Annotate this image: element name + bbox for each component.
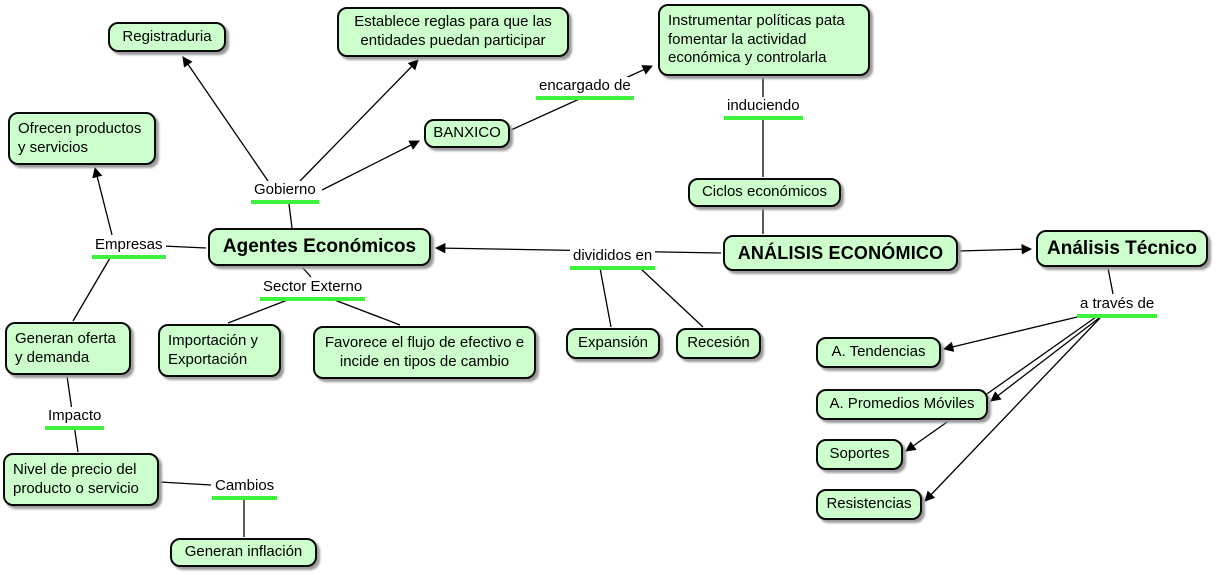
node-registraduria[interactable]: Registraduria — [108, 22, 226, 52]
link-label-gobierno[interactable]: Gobierno — [251, 181, 319, 204]
node-importacion-exportacion[interactable]: Importación y Exportación — [158, 324, 281, 377]
edge-atraves-promedios — [990, 314, 1104, 402]
node-analisis-economico[interactable]: ANÁLISIS ECONÓMICO — [723, 235, 958, 271]
link-label-divididos-en[interactable]: divididos en — [570, 247, 656, 270]
node-agentes-economicos[interactable]: Agentes Económicos — [208, 228, 431, 266]
node-a-promedios-moviles[interactable]: A. Promedios Móviles — [816, 389, 988, 420]
node-a-tendencias[interactable]: A. Tendencias — [816, 337, 941, 368]
edge-atraves-resistencias — [924, 317, 1101, 502]
edge-divididos-recesion — [639, 267, 704, 328]
edge-sector-favorece — [331, 298, 401, 326]
node-banxico[interactable]: BANXICO — [424, 119, 510, 148]
link-label-encargado-de[interactable]: encargado de — [536, 77, 634, 100]
node-nivel-precio[interactable]: Nivel de precio del producto o servicio — [3, 453, 159, 506]
link-label-sector-externo[interactable]: Sector Externo — [260, 278, 366, 301]
node-generan-inflacion[interactable]: Generan inflación — [170, 538, 317, 567]
link-label-a-traves-de[interactable]: a través de — [1077, 295, 1158, 318]
edge-empresas-ofrecen — [92, 166, 113, 236]
node-analisis-tecnico[interactable]: Análisis Técnico — [1036, 230, 1208, 267]
edge-nivel-cambios — [159, 481, 212, 486]
node-ciclos-economicos[interactable]: Ciclos económicos — [688, 178, 841, 207]
link-label-impacto[interactable]: Impacto — [45, 407, 105, 430]
edge-empresas-oferta — [72, 257, 111, 322]
node-instrumentar-politicas[interactable]: Instrumentar políticas pata fomentar la … — [658, 4, 870, 76]
node-expansion[interactable]: Expansión — [566, 328, 660, 359]
edge-gobierno-establece — [299, 59, 419, 182]
node-generan-oferta[interactable]: Generan oferta y demanda — [5, 322, 131, 375]
edge-gobierno-registraduria — [182, 56, 269, 182]
edge-atraves-tendencias — [942, 311, 1099, 352]
node-soportes[interactable]: Soportes — [816, 439, 903, 470]
edge-atraves-soportes — [905, 316, 1097, 452]
edge-sector-importacion — [227, 298, 291, 324]
node-resistencias[interactable]: Resistencias — [816, 489, 922, 520]
edge-agentes-empresas — [162, 245, 207, 249]
node-favorece-flujo[interactable]: Favorece el flujo de efectivo e incide e… — [313, 326, 536, 379]
node-establece-reglas[interactable]: Establece reglas para que las entidades … — [337, 7, 569, 57]
edge-tecnico-atraves — [1107, 267, 1114, 295]
node-ofrecen-productos[interactable]: Ofrecen productos y servicios — [8, 112, 156, 165]
edge-agentes-sector — [301, 266, 312, 278]
edge-divididos-expansion — [599, 267, 612, 328]
edge-agentes-gobierno — [288, 203, 293, 229]
link-label-induciendo[interactable]: induciendo — [724, 97, 803, 120]
node-recesion[interactable]: Recesión — [676, 328, 761, 359]
link-label-cambios[interactable]: Cambios — [212, 477, 278, 500]
edge-gobierno-banxico — [321, 140, 420, 191]
link-label-empresas[interactable]: Empresas — [92, 236, 166, 259]
edge-analisis-tecnico — [958, 244, 1033, 255]
